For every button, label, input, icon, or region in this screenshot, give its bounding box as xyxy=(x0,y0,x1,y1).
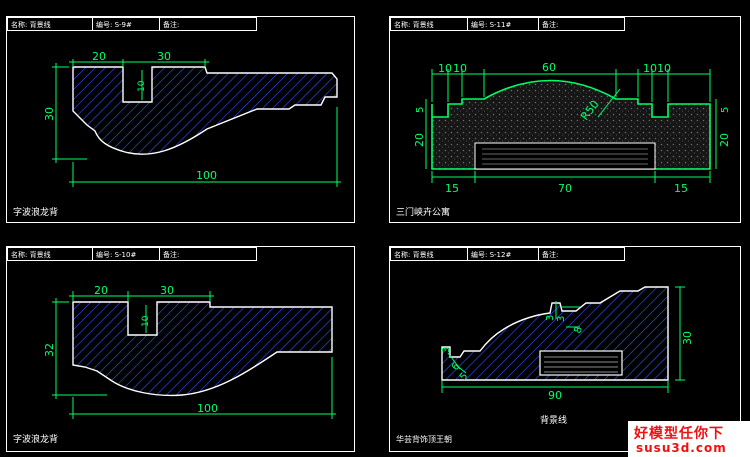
watermark-logo: 好模型任你下 susu3d.com xyxy=(628,421,750,457)
dim-label: 60 xyxy=(542,61,556,74)
dim-label: 20 xyxy=(92,50,106,63)
title-block: 名称: 背景线 编号: S-11# 备注: xyxy=(390,17,625,31)
dim-label: 100 xyxy=(197,402,218,415)
dim-label: 3 xyxy=(441,347,452,353)
title-block: 名称: 背景线 编号: S-12# 备注: xyxy=(390,247,625,261)
dim-label: 5 xyxy=(415,107,426,113)
dim-label: 10 xyxy=(657,62,671,75)
dim-label: 10 xyxy=(141,315,151,327)
title-block-code: 编号: S-12# xyxy=(468,248,539,260)
watermark-url: susu3d.com xyxy=(636,441,727,455)
drawing-panel-2: 名称: 背景线 编号: S-11# 备注: xyxy=(389,16,741,223)
profile-drawing-2: 10 10 60 10 10 R50 5 20 5 20 15 70 15 xyxy=(413,61,731,195)
title-block-note: 备注: xyxy=(542,251,559,259)
dim-label: 5 xyxy=(720,107,731,113)
title-block-note: 备注: xyxy=(163,251,180,259)
title-block-code: 编号: S-10# xyxy=(93,248,160,260)
dim-label: 5 xyxy=(458,371,471,383)
drawing-panel-4: 名称: 背景线 编号: S-12# 备注: 3 3 8 3 xyxy=(389,246,741,452)
dim-label: 30 xyxy=(157,50,171,63)
panel-caption: 背景线 xyxy=(540,416,568,426)
panel-caption: 字波浪龙背 xyxy=(13,208,59,218)
title-block-name: 名称: 背景线 xyxy=(8,248,93,260)
dim-label: 20 xyxy=(718,133,731,147)
dim-label: 10 xyxy=(643,62,657,75)
profile-drawing-1: 20 30 10 30 100 xyxy=(43,50,341,187)
dim-label: 10 xyxy=(453,62,467,75)
dim-label: 20 xyxy=(413,133,426,147)
title-block-name: 名称: 背景线 xyxy=(391,248,468,260)
dim-label: 6 xyxy=(450,361,463,373)
dim-label: 8 xyxy=(572,325,585,335)
moulding-profile xyxy=(72,301,333,397)
dim-label: 10 xyxy=(137,80,147,92)
dim-label: 30 xyxy=(43,107,56,121)
title-block-name: 名称: 背景线 xyxy=(391,18,468,30)
moulding-profile xyxy=(72,66,338,155)
title-block-name: 名称: 背景线 xyxy=(8,18,93,30)
dim-label: 20 xyxy=(94,284,108,297)
dim-label: 70 xyxy=(558,182,572,195)
drawing-panel-1: 名称: 背景线 编号: S-9# 备注: 20 30 10 30 100 字波浪… xyxy=(6,16,355,223)
profile-drawing-4: 3 3 8 3 6 5 30 90 xyxy=(441,286,694,402)
title-block: 名称: 背景线 编号: S-9# 备注: xyxy=(7,17,257,31)
panel-subcaption: 华芸背饰顶王朝 xyxy=(396,435,452,444)
panel-caption: 三门峡卉公寓 xyxy=(396,208,451,218)
panel-caption: 字波浪龙背 xyxy=(13,435,59,445)
dim-label: 3 xyxy=(545,315,556,321)
dim-label: 15 xyxy=(674,182,688,195)
title-block-code: 编号: S-9# xyxy=(93,18,160,30)
dim-label: 30 xyxy=(160,284,174,297)
title-block-code: 编号: S-11# xyxy=(468,18,539,30)
light-channel xyxy=(539,350,623,376)
dim-label: 30 xyxy=(681,331,694,345)
dim-label: 90 xyxy=(548,389,562,402)
dim-label: 100 xyxy=(196,169,217,182)
light-channel xyxy=(474,142,656,170)
profile-drawing-3: 20 30 10 32 100 xyxy=(43,284,336,419)
dim-label: 15 xyxy=(445,182,459,195)
dim-label: 3 xyxy=(556,316,567,322)
dim-label: 32 xyxy=(43,343,56,357)
title-block-note: 备注: xyxy=(542,21,559,29)
title-block: 名称: 背景线 编号: S-10# 备注: xyxy=(7,247,257,261)
title-block-note: 备注: xyxy=(163,21,180,29)
watermark-text: 好模型任你下 xyxy=(634,426,724,442)
drawing-panel-3: 名称: 背景线 编号: S-10# 备注: 20 30 10 32 100 字波… xyxy=(6,246,355,452)
dim-label: 10 xyxy=(438,62,452,75)
